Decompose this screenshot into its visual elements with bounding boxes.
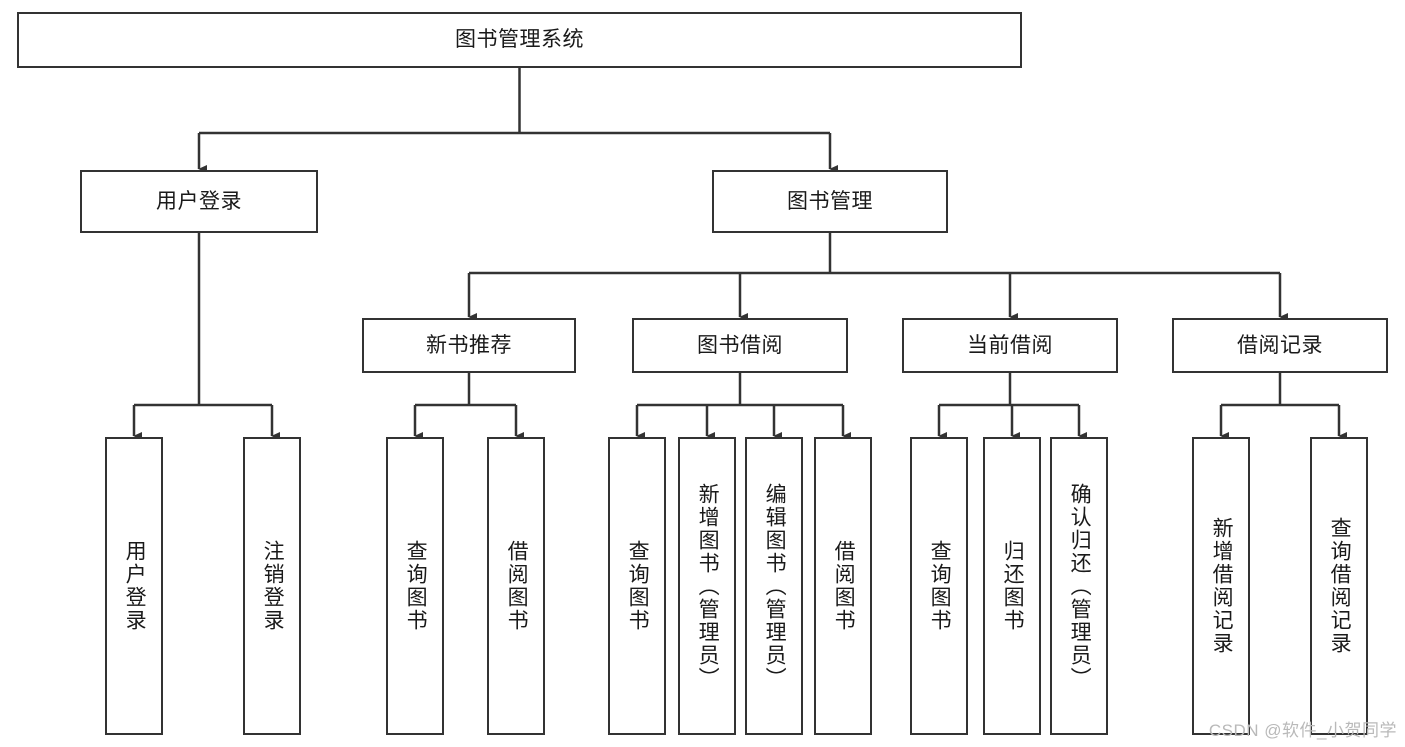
- edges: [132, 68, 1348, 441]
- node-label: 用户登录: [123, 540, 147, 632]
- watermark-label: CSDN @软件_小贺同学: [1208, 721, 1397, 740]
- node-borrow[interactable]: 图书借阅: [632, 318, 848, 373]
- node-label: 图书管理系统: [455, 28, 584, 52]
- node-leaf-4[interactable]: 借阅图书: [487, 437, 545, 735]
- node-label: 用户登录: [156, 189, 242, 213]
- node-leaf-11[interactable]: 确认归还（管理员）: [1050, 437, 1108, 735]
- node-label: 图书管理: [787, 189, 873, 213]
- node-label: 归还图书: [1001, 540, 1025, 632]
- node-label: 借阅记录: [1237, 333, 1323, 357]
- node-leaf-1[interactable]: 用户登录: [105, 437, 163, 735]
- node-label: 新增图书（管理员）: [696, 482, 720, 690]
- node-leaf-6[interactable]: 新增图书（管理员）: [678, 437, 736, 735]
- node-leaf-13[interactable]: 查询借阅记录: [1310, 437, 1368, 735]
- node-leaf-9[interactable]: 查询图书: [910, 437, 968, 735]
- node-leaf-5[interactable]: 查询图书: [608, 437, 666, 735]
- node-label: 查询图书: [404, 540, 428, 632]
- node-newbook[interactable]: 新书推荐: [362, 318, 576, 373]
- node-label: 查询借阅记录: [1328, 517, 1352, 655]
- node-leaf-2[interactable]: 注销登录: [243, 437, 301, 735]
- node-bookmgmt[interactable]: 图书管理: [712, 170, 948, 233]
- node-label: 借阅图书: [505, 540, 529, 632]
- node-label: 新增借阅记录: [1210, 517, 1234, 655]
- node-leaf-7[interactable]: 编辑图书（管理员）: [745, 437, 803, 735]
- node-label: 注销登录: [261, 540, 285, 632]
- node-label: 图书借阅: [697, 333, 783, 357]
- node-label: 确认归还（管理员）: [1068, 482, 1092, 690]
- node-label: 编辑图书（管理员）: [763, 482, 787, 690]
- node-label: 新书推荐: [426, 333, 512, 357]
- node-label: 当前借阅: [967, 333, 1053, 357]
- node-label: 查询图书: [626, 540, 650, 632]
- node-leaf-3[interactable]: 查询图书: [386, 437, 444, 735]
- node-root[interactable]: 图书管理系统: [17, 12, 1022, 68]
- node-leaf-12[interactable]: 新增借阅记录: [1192, 437, 1250, 735]
- node-label: 借阅图书: [832, 540, 856, 632]
- node-label: 查询图书: [928, 540, 952, 632]
- node-records[interactable]: 借阅记录: [1172, 318, 1388, 373]
- node-login[interactable]: 用户登录: [80, 170, 318, 233]
- node-current[interactable]: 当前借阅: [902, 318, 1118, 373]
- node-leaf-8[interactable]: 借阅图书: [814, 437, 872, 735]
- node-leaf-10[interactable]: 归还图书: [983, 437, 1041, 735]
